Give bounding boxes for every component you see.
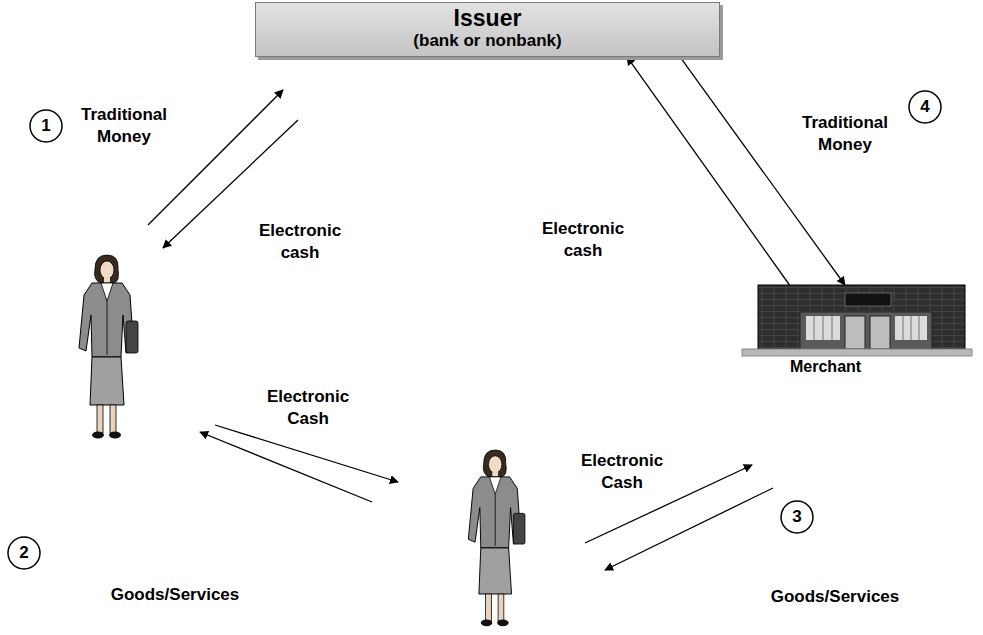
customer-figure <box>468 450 525 626</box>
flow-arrow <box>680 57 845 285</box>
customer-figure <box>79 255 138 439</box>
callout-number: 1 <box>29 109 63 143</box>
node-title: Issuer <box>264 5 711 31</box>
flow-label: Electronic cash <box>252 220 348 264</box>
callout-circles <box>8 91 941 569</box>
flow-label: Goods/Services <box>760 586 910 608</box>
flow-label: Electronic Cash <box>262 386 354 430</box>
edge-label: Electronic cash <box>536 218 630 262</box>
callout-number: 2 <box>7 536 41 570</box>
node-subtitle: (bank or nonbank) <box>264 31 711 51</box>
callout-number: 3 <box>780 500 814 534</box>
merchant-store <box>742 285 972 356</box>
node-title: Merchant <box>790 357 968 376</box>
flow-arrow <box>627 57 790 285</box>
issuer-box: Issuer(bank or nonbank) <box>255 2 720 57</box>
flow-arrows <box>148 90 773 570</box>
flow-label: Traditional Money <box>62 104 186 148</box>
merchant-node: Merchant <box>758 285 968 383</box>
flow-label: Goods/Services <box>100 584 250 606</box>
flow-label: Electronic Cash <box>576 450 668 494</box>
callout-number: 4 <box>908 90 942 124</box>
edge-label: Traditional Money <box>790 112 900 156</box>
